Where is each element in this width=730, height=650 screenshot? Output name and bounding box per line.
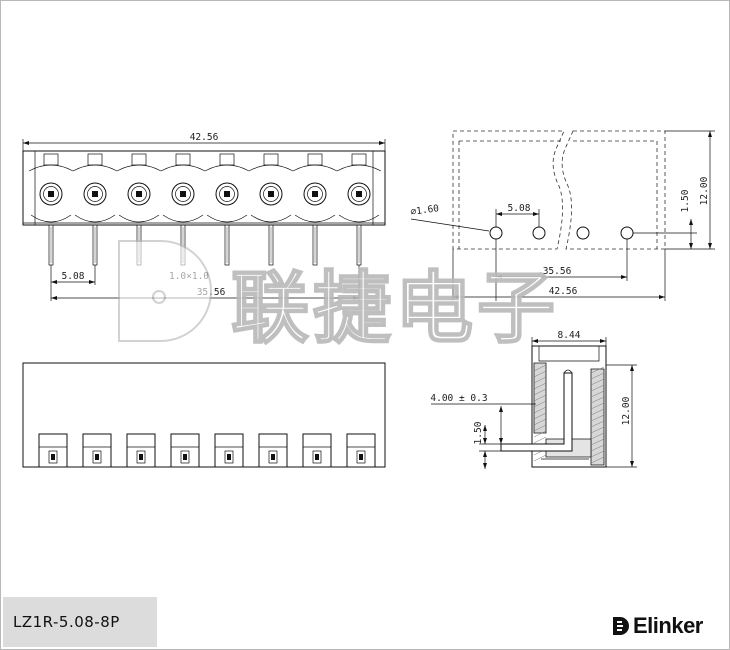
dimension-section-height — [630, 365, 634, 467]
dimension-side-pitch-text: 5.08 — [508, 203, 531, 214]
pin-position — [292, 153, 338, 266]
elinker-logo-icon — [613, 617, 629, 635]
dimension-depth — [532, 339, 606, 343]
dimension-side-height — [708, 131, 712, 249]
dimension-section-offset — [483, 425, 487, 444]
brand-name: Elinker — [633, 613, 703, 638]
dimension-hole-dia-text: ⌀1.60 — [410, 203, 440, 218]
pin-position — [28, 153, 74, 266]
terminal-block — [258, 433, 288, 468]
section-view: 8.44 4.00 ± 0.3 1.50 12.00 — [430, 330, 637, 469]
pin-hole — [532, 226, 546, 240]
pin-position — [248, 153, 294, 266]
dimension-pin-length — [499, 406, 503, 444]
leader-line — [410, 218, 490, 232]
body-end-right — [372, 150, 386, 226]
dimension-overall-width — [23, 141, 385, 145]
dimension-side-pitch — [496, 212, 539, 216]
dimension-section-offset-2 — [483, 451, 487, 469]
pin-position — [336, 153, 382, 266]
dimension-pitch — [51, 280, 95, 284]
dimension-depth-text: 8.44 — [558, 330, 581, 341]
dimension-section-height-text: 12.00 — [621, 396, 632, 425]
terminal-block — [302, 433, 332, 468]
terminal-block — [214, 433, 244, 468]
watermark-logo-icon — [118, 240, 212, 342]
side-outline-left — [452, 130, 565, 250]
connector-bottom-body — [22, 362, 386, 468]
dimension-side-offset-text: 1.50 — [680, 189, 691, 212]
pin-hole — [489, 226, 503, 240]
bottom-view-drawing — [22, 362, 386, 468]
dimension-side-offset — [689, 219, 693, 249]
front-view-drawing: 42.565.081.0×1.035.56 — [22, 132, 386, 301]
pin-hole — [620, 226, 634, 240]
terminal-block — [126, 433, 156, 468]
terminal-block — [346, 433, 376, 468]
dimension-side-width — [453, 295, 665, 299]
dimension-side-height-text: 12.00 — [699, 176, 710, 205]
dimension-side-span — [496, 275, 627, 279]
pin-position — [116, 153, 162, 266]
body-end-left — [22, 150, 36, 226]
dimension-pin-length-text: 4.00 ± 0.3 — [430, 393, 487, 404]
dimension-pitch-text: 5.08 — [62, 271, 85, 282]
model-label-box: LZ1R-5.08-8P — [3, 597, 157, 647]
dimension-side-span-text: 35.56 — [543, 266, 572, 277]
watermark-text: 联捷电子 — [230, 263, 560, 355]
side-outline-right — [561, 130, 666, 250]
dimension-overall-width-text: 42.56 — [190, 132, 219, 143]
dimension-section-offset-text: 1.50 — [473, 421, 484, 444]
dimension-side-width-text: 42.56 — [549, 286, 578, 297]
model-number: LZ1R-5.08-8P — [13, 613, 120, 631]
terminal-block — [82, 433, 112, 468]
terminal-block — [170, 433, 200, 468]
pin-position — [204, 153, 250, 266]
terminal-block — [38, 433, 68, 468]
brand-logo: Elinker — [611, 611, 703, 641]
side-views-drawing: ⌀1.60 5.08 35.56 42.56 1.50 12.00 8.44 4.00 ± 0… — [118, 130, 715, 469]
pin-hole — [576, 226, 590, 240]
